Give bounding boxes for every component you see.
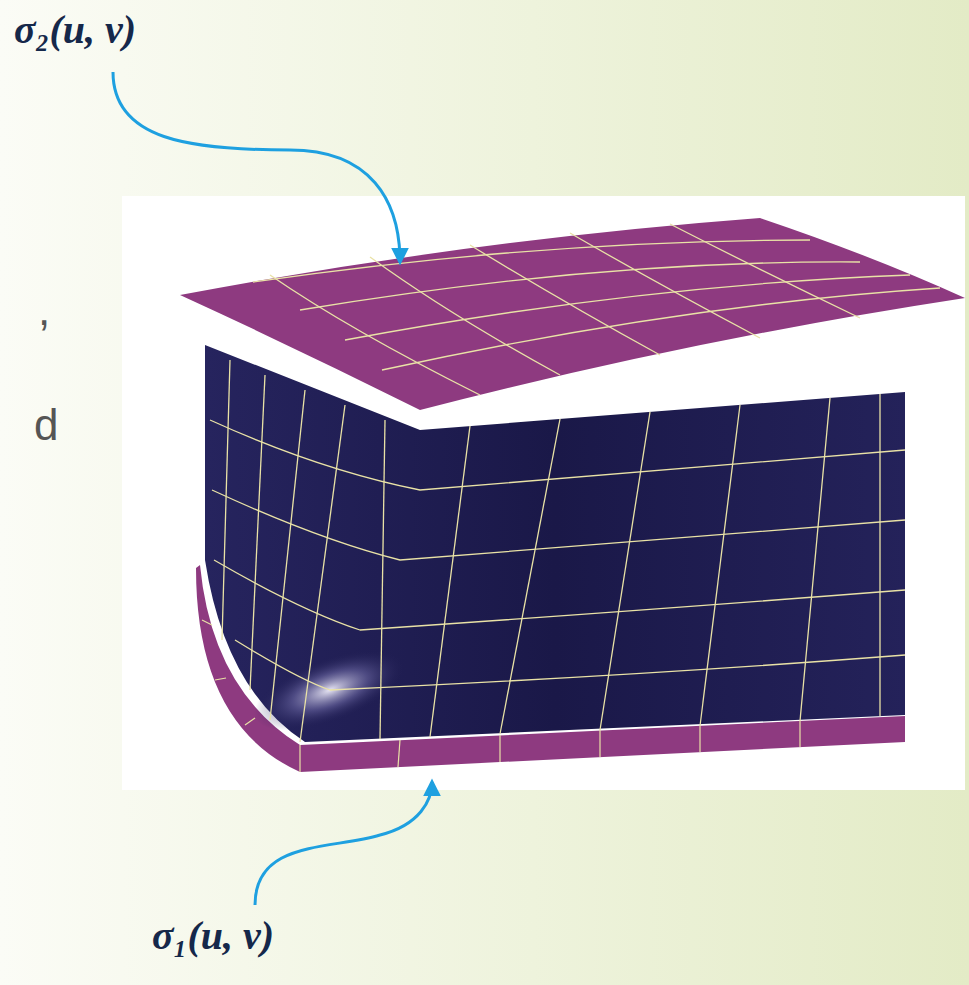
surface-label: σ₂(u, v) xyxy=(14,6,136,53)
ruled-surface xyxy=(205,345,905,742)
surface-label: σ₁(u, v) xyxy=(152,912,274,959)
leader-arrow xyxy=(255,782,432,905)
leader-arrow xyxy=(113,72,400,262)
image-panel xyxy=(122,196,965,790)
text-fragment: d xyxy=(34,400,58,450)
text-fragment: , xyxy=(38,285,50,335)
top-surface xyxy=(180,218,965,410)
